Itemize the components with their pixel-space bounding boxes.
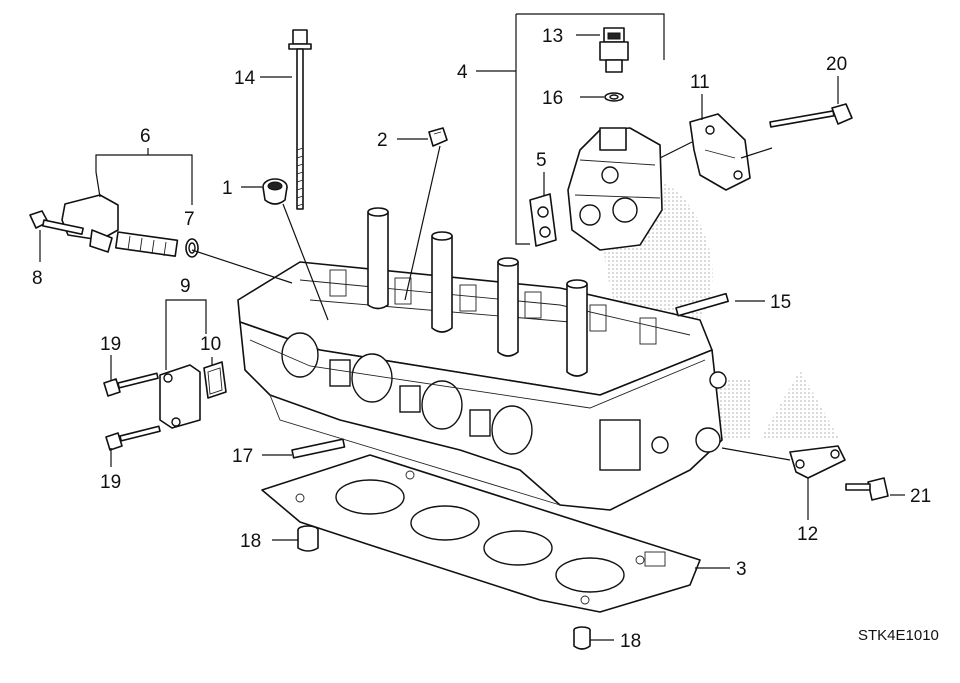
callout-18-lower: 18 xyxy=(620,631,641,652)
cover-bolt-lower xyxy=(105,425,161,451)
stud-left xyxy=(291,438,346,459)
clip-part xyxy=(428,127,448,147)
callout-20: 20 xyxy=(826,54,847,75)
bracket-plate xyxy=(689,113,751,191)
callout-13: 13 xyxy=(542,26,563,47)
spool-valve xyxy=(61,194,179,257)
callout-10: 10 xyxy=(200,334,221,355)
callout-15: 15 xyxy=(770,292,791,313)
dowel-pin-lower xyxy=(573,626,591,650)
callout-1: 1 xyxy=(222,178,233,199)
solenoid-valve-body xyxy=(567,127,663,251)
callout-3: 3 xyxy=(736,559,747,580)
head-gasket xyxy=(261,454,701,613)
callout-12: 12 xyxy=(797,524,818,545)
stud-right xyxy=(675,292,729,317)
callout-6: 6 xyxy=(140,126,151,147)
callout-14: 14 xyxy=(234,68,256,89)
group-bracket-left xyxy=(515,14,530,245)
callout-7: 7 xyxy=(184,209,195,230)
cover-gasket xyxy=(203,361,227,399)
bracket-bolt xyxy=(769,103,853,128)
callout-8: 8 xyxy=(32,268,43,289)
dowel-pin-upper xyxy=(297,525,319,552)
group-bracket-top xyxy=(516,13,665,60)
callout-19-lower: 19 xyxy=(100,472,121,493)
spool-valve-bolt xyxy=(29,210,84,235)
head-bolt xyxy=(288,29,312,210)
callout-16: 16 xyxy=(542,88,563,109)
leader-lines xyxy=(39,34,905,641)
callout-9: 9 xyxy=(180,276,191,297)
callout-labels: 1 2 3 4 5 6 7 8 9 10 11 12 13 14 15 16 1… xyxy=(32,26,939,652)
callout-21: 21 xyxy=(910,486,931,507)
diagram-code: STK4E1010 xyxy=(858,627,939,644)
cap-part xyxy=(262,178,288,205)
callout-5: 5 xyxy=(536,150,547,171)
cylinder-head xyxy=(237,207,727,511)
small-bracket xyxy=(789,445,846,479)
callout-18-upper: 18 xyxy=(240,531,261,552)
flange-bolt xyxy=(845,477,889,501)
callout-11: 11 xyxy=(690,72,710,93)
sensor-washer xyxy=(604,92,624,102)
callout-2: 2 xyxy=(377,130,388,151)
callout-19-upper: 19 xyxy=(100,334,121,355)
cover-plate xyxy=(159,364,201,429)
solenoid-gasket xyxy=(529,193,557,247)
sensor-switch xyxy=(599,27,629,73)
callout-17: 17 xyxy=(232,446,253,467)
cover-bolt-upper xyxy=(103,372,159,397)
callout-4: 4 xyxy=(457,62,468,83)
spool-valve-gasket xyxy=(185,238,199,258)
